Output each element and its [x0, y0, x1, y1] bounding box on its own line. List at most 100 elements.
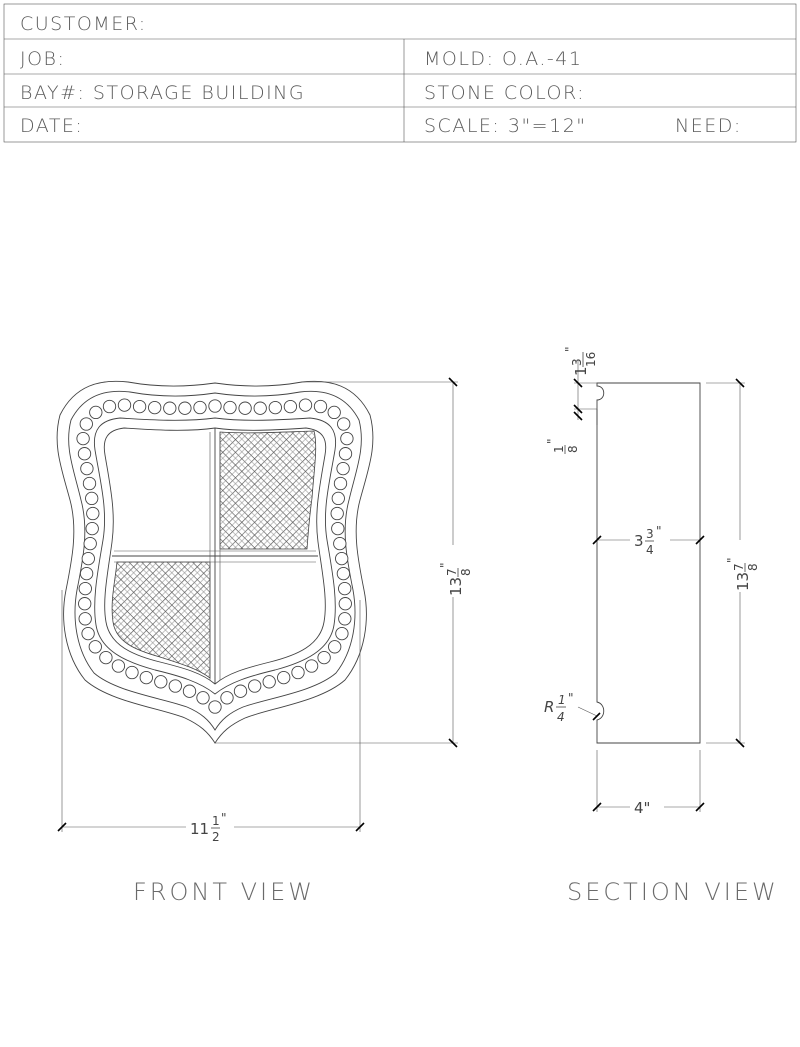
bead: [298, 398, 313, 412]
section-small-den: 8: [566, 445, 580, 453]
svg-text:": ": [568, 691, 574, 705]
stone-color-label: STONE COLOR:: [424, 82, 585, 104]
bay-label: BAY#: STORAGE BUILDING: [20, 82, 305, 104]
bead: [283, 399, 298, 414]
front-view-label: FRONT VIEW: [133, 878, 315, 906]
job-label: JOB:: [20, 48, 65, 70]
section-depth-dimension: 4": [592, 750, 705, 817]
bead: [78, 597, 92, 611]
bead: [338, 447, 353, 461]
bead: [85, 491, 99, 506]
section-top-den: 16: [584, 352, 598, 367]
section-height-den: 8: [746, 563, 760, 571]
bead: [78, 581, 92, 596]
bead: [154, 675, 168, 689]
section-depth-label: 4": [634, 799, 650, 817]
section-mid-den: 4: [646, 543, 654, 557]
bead: [163, 401, 177, 415]
bead: [193, 400, 207, 415]
section-profile: [596, 382, 701, 744]
bead: [78, 612, 92, 626]
bead: [77, 447, 92, 461]
bead: [99, 650, 113, 665]
bead: [76, 431, 90, 446]
front-height-whole: 13: [447, 577, 465, 596]
svg-text:": ": [221, 811, 227, 825]
bead: [313, 399, 328, 414]
front-height-num: 7: [445, 568, 459, 576]
bead: [253, 401, 267, 415]
section-height-dimension: 13 7 8 ": [706, 378, 760, 748]
bead: [331, 521, 345, 536]
bead: [262, 675, 276, 689]
front-width-num: 1: [212, 814, 220, 828]
bead: [148, 400, 162, 415]
bead: [79, 566, 94, 581]
lattice-upper-right: [219, 430, 317, 550]
bead: [338, 581, 352, 596]
bead: [79, 417, 93, 431]
bead-chain: [76, 398, 354, 714]
bead: [111, 659, 126, 673]
bead: [338, 612, 352, 626]
bead: [248, 679, 262, 693]
customer-label: CUSTOMER:: [20, 13, 147, 35]
bead: [220, 691, 234, 705]
bead: [336, 566, 351, 581]
bead: [268, 400, 282, 415]
front-width-whole: 11: [190, 820, 209, 838]
bead: [238, 401, 252, 415]
bead: [330, 506, 344, 521]
section-radius-den: 4: [557, 710, 565, 724]
bead: [336, 461, 350, 476]
scale-label: SCALE: 3"=12": [424, 115, 587, 137]
section-top-num: 3: [570, 358, 584, 366]
bead: [304, 659, 319, 673]
lattice-lower-left: [111, 561, 211, 679]
bead: [340, 431, 354, 446]
shield-inner-rim: [68, 390, 362, 731]
title-block: CUSTOMER: JOB: MOLD: O.A.-41 BAY#: STORA…: [3, 3, 797, 143]
bead: [208, 700, 222, 714]
section-mid-whole: 3: [634, 532, 644, 550]
bead: [125, 665, 139, 680]
section-mid-num: 3: [646, 527, 654, 541]
bead: [81, 551, 95, 566]
front-width-dimension: 11 1 2 ": [57, 590, 365, 844]
bead: [83, 536, 97, 551]
bead: [233, 684, 248, 698]
svg-text:": ": [563, 346, 577, 352]
section-height-num: 7: [732, 563, 746, 571]
bead: [86, 506, 100, 521]
mold-label: MOLD: O.A.-41: [424, 48, 582, 70]
front-height-dimension: 13 7 8 ": [215, 377, 473, 748]
bead: [317, 650, 331, 665]
bead: [277, 670, 291, 685]
shield-bead-border: [93, 417, 337, 695]
section-radius-num: 1: [558, 693, 566, 707]
bead: [196, 691, 210, 705]
bead: [102, 399, 117, 414]
front-width-den: 2: [212, 830, 220, 844]
bead: [328, 640, 342, 654]
front-height-den: 8: [459, 568, 473, 576]
bead: [333, 536, 347, 551]
section-radius-callout: R 1 4 ": [544, 691, 601, 724]
bead: [132, 399, 147, 414]
svg-text:": ": [725, 557, 739, 563]
bead: [82, 476, 97, 491]
bead: [208, 399, 222, 413]
bead: [81, 626, 95, 641]
bead: [178, 401, 192, 415]
bead: [291, 665, 305, 680]
section-view-label: SECTION VIEW: [567, 878, 779, 906]
svg-text:": ": [545, 438, 559, 444]
bead: [333, 476, 348, 491]
section-height-whole: 13: [734, 572, 752, 591]
bead: [88, 640, 102, 654]
date-label: DATE:: [20, 115, 83, 137]
bead: [223, 400, 237, 415]
section-top-dimension: 1 3 16 " 1 8 ": [545, 346, 598, 454]
bead: [89, 405, 103, 420]
